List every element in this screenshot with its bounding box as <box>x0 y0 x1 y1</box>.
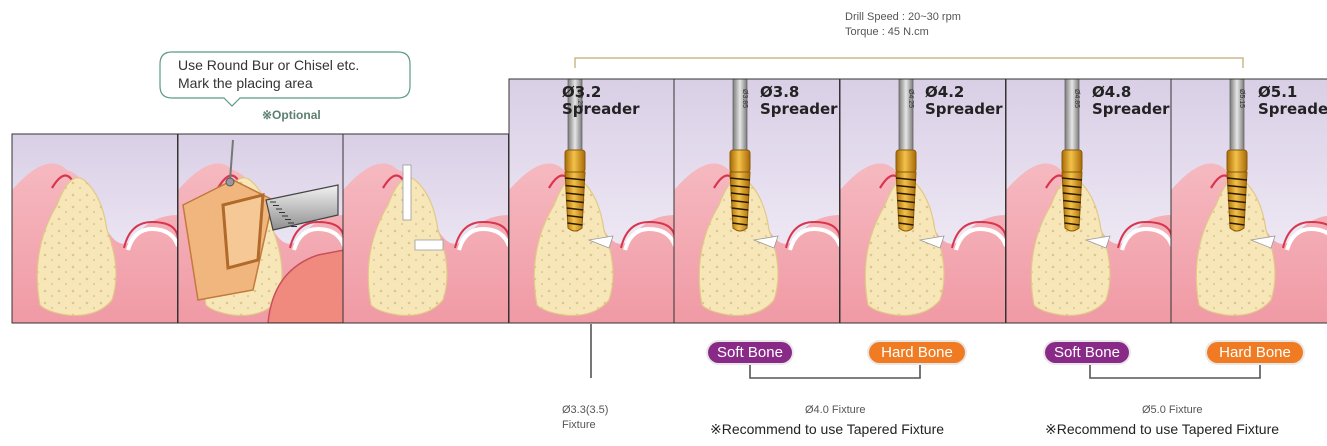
spreader-4-subtitle: Spreader <box>1092 101 1170 118</box>
spreader-5-title: Ø5.1 <box>1258 84 1297 101</box>
hard-bone-badge-1: Hard Bone <box>869 342 965 363</box>
fixture-33-line1: Ø3.3(3.5) <box>562 404 608 417</box>
spreader-5-subtitle: Spreade <box>1258 101 1327 118</box>
spreader-shaft-label: Ø5.15 <box>1238 89 1245 108</box>
marking-groove <box>403 165 411 220</box>
recommend-note-1: ※Recommend to use Tapered Fixture <box>710 421 944 438</box>
spreader-shaft-label: Ø4.25 <box>907 89 914 108</box>
soft-bone-badge-2: Soft Bone <box>1045 342 1129 363</box>
spreader-shaft-label: Ø3.85 <box>741 89 748 108</box>
drill-speed-bracket <box>575 58 1243 68</box>
spreader-3-subtitle: Spreader <box>925 101 1003 118</box>
spreader-3-title: Ø4.2 <box>925 84 964 101</box>
optional-note: ※Optional <box>262 109 321 122</box>
spreader-2-subtitle: Spreader <box>760 101 838 118</box>
spreader-4-title: Ø4.8 <box>1092 84 1131 101</box>
spreader-collar <box>565 150 585 172</box>
fixture-33-line2: Fixture <box>562 419 596 432</box>
panel-2 <box>178 134 344 323</box>
panel-3 <box>343 134 509 323</box>
fixture-40-label: Ø4.0 Fixture <box>805 404 866 417</box>
spreader-collar <box>1227 150 1247 172</box>
spreader-1-subtitle: Spreader <box>562 101 640 118</box>
bubble-line-1: Use Round Bur or Chisel etc. <box>178 56 359 74</box>
spreader-collar <box>730 150 750 172</box>
hard-bone-badge-2: Hard Bone <box>1207 342 1303 363</box>
spreader-collar <box>1062 150 1082 172</box>
panel-1 <box>12 134 178 323</box>
fixture-50-label: Ø5.0 Fixture <box>1142 404 1203 417</box>
recommend-note-2: ※Recommend to use Tapered Fixture <box>1045 421 1279 438</box>
spreader-collar <box>896 150 916 172</box>
spreader-shaft-label: Ø4.85 <box>1073 89 1080 108</box>
soft-bone-badge-1: Soft Bone <box>708 342 792 363</box>
bubble-line-2: Mark the placing area <box>178 74 313 92</box>
spreader-1-title: Ø3.2 <box>562 84 601 101</box>
torque-text: Torque : 45 N.cm <box>845 26 929 39</box>
drill-speed-text: Drill Speed : 20~30 rpm <box>845 11 961 24</box>
spreader-2-title: Ø3.8 <box>760 84 799 101</box>
